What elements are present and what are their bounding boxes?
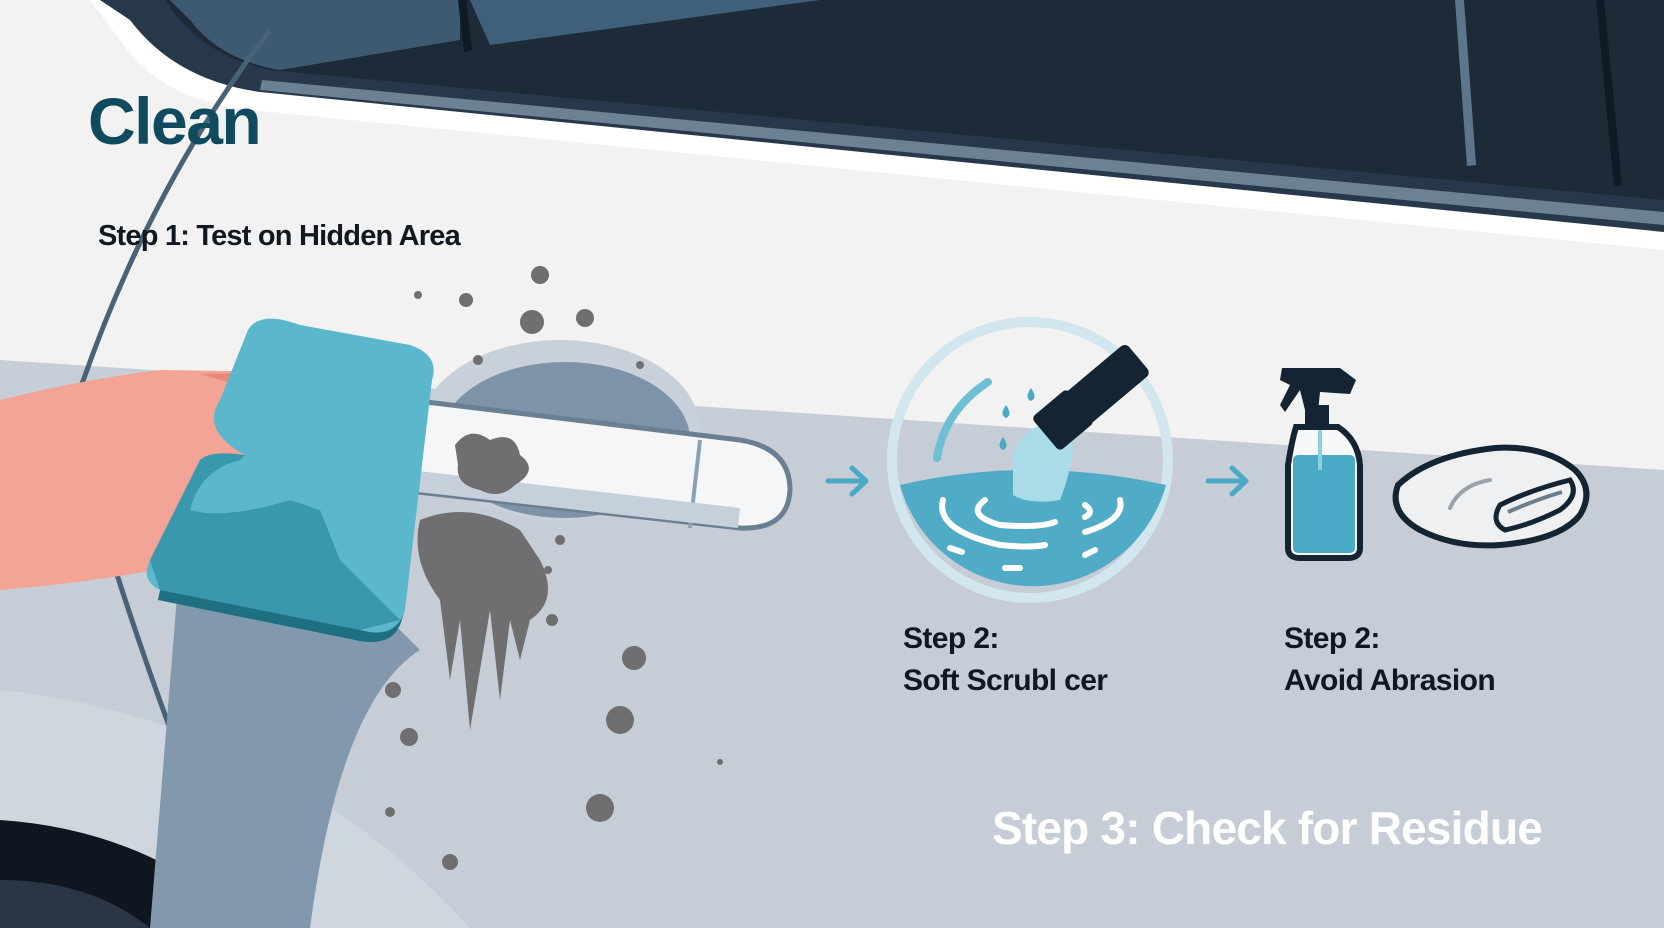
step-2-soft-scrub-label: Step 2: Soft Scrubl cer — [903, 618, 1108, 702]
step-2-number: Step 2: — [903, 622, 999, 655]
step-2-description: Soft Scrubl cer — [903, 664, 1108, 697]
folded-microfiber-towel-icon — [1392, 444, 1598, 550]
step-2-avoid-abrasion-label: Step 2: Avoid Abrasion — [1284, 618, 1496, 702]
arrow-right-icon — [1206, 466, 1248, 496]
water-hose-basin-icon — [890, 320, 1170, 600]
step-1-label: Step 1: Test on Hidden Area — [98, 220, 461, 252]
arrow-right-icon — [826, 466, 868, 496]
car-door-handle-icon — [400, 350, 800, 550]
step-2b-description: Avoid Abrasion — [1284, 664, 1496, 697]
spray-bottle-icon — [1278, 364, 1364, 562]
step-3-label: Step 3: Check for Residue — [992, 802, 1543, 854]
page-title: Clean — [88, 84, 262, 158]
step-2b-number: Step 2: — [1284, 622, 1380, 655]
hand-with-sponge-icon — [0, 320, 440, 640]
